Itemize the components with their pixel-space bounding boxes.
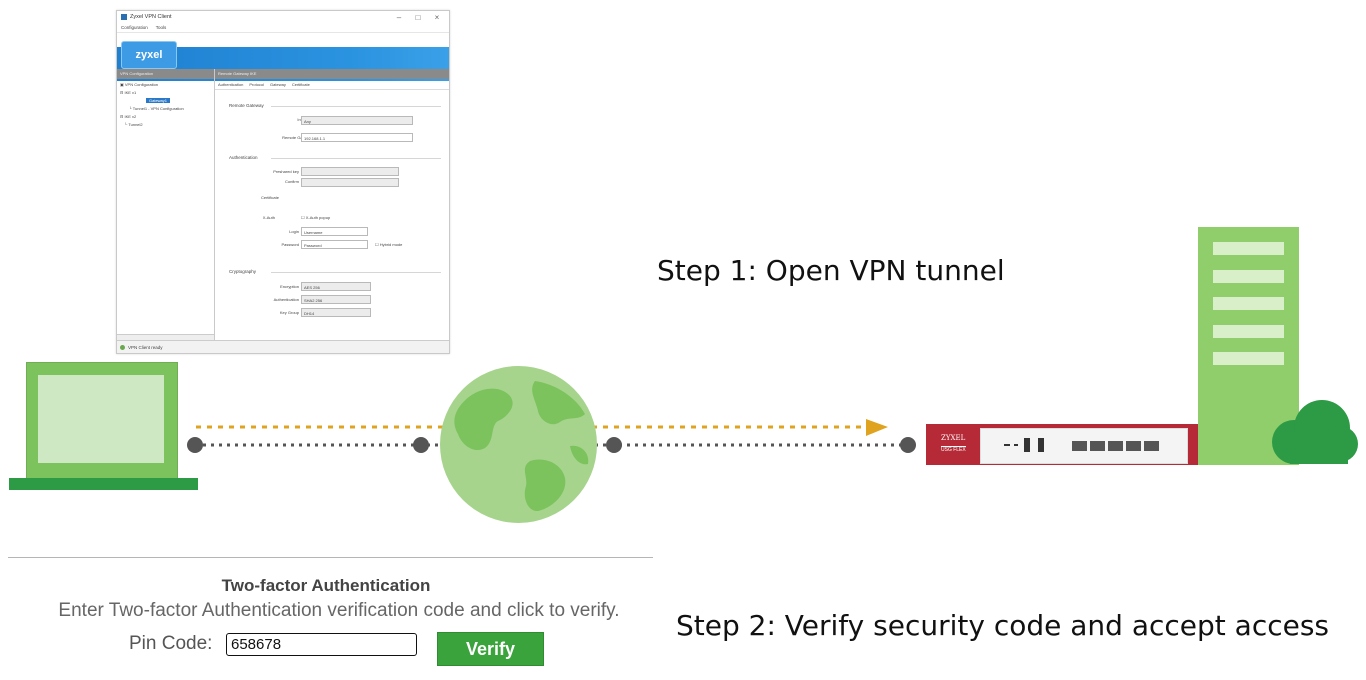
login-label: Login <box>289 229 299 234</box>
tab-protocol[interactable]: Protocol <box>249 81 265 87</box>
window-titlebar: Zyxel VPN Client – □ × <box>117 11 449 23</box>
server-slot <box>1213 352 1284 365</box>
auth-select[interactable]: SHA2 256 <box>301 295 371 304</box>
cloud-icon <box>1272 400 1358 464</box>
verify-button[interactable]: Verify <box>437 632 544 666</box>
remote-gateway-label: Remote Gateway <box>282 135 313 140</box>
settings-pane: Remote Gateway IKE Authentication Protoc… <box>215 69 449 341</box>
tree-item-tunnel1[interactable]: └ Tunnel1 - VPN Configuration <box>120 106 184 111</box>
interface-select[interactable]: Any <box>301 116 413 125</box>
login-input[interactable]: Username <box>301 227 368 236</box>
vpn-tunnel-arrowhead <box>866 419 888 436</box>
status-icon <box>120 344 125 350</box>
minimize-icon[interactable]: – <box>396 12 402 22</box>
node-laptop <box>187 437 203 453</box>
keygroup-label: Key Group <box>279 310 299 315</box>
tab-gateway[interactable]: Gateway <box>270 81 286 87</box>
encryption-select[interactable]: AES 256 <box>301 282 371 291</box>
step1-label: Step 1: Open VPN tunnel <box>657 254 1005 287</box>
tree-item-gateway1[interactable]: Gateway1 <box>120 98 211 106</box>
tree-item-root[interactable]: ▣ VPN Configuration <box>120 82 159 87</box>
pin-code-label: Pin Code: <box>129 633 213 654</box>
config-tree: ▣ VPN Configuration ⊟ IKE v1 Gateway1 └ … <box>117 79 214 133</box>
keygroup-select[interactable]: DH14 <box>301 308 371 317</box>
tfa-title: Two-factor Authentication <box>221 576 431 595</box>
preshared-key-label: Preshared key <box>273 169 299 174</box>
password-input[interactable]: Password <box>301 240 368 249</box>
divider <box>8 557 653 558</box>
window-title: Zyxel VPN Client <box>130 14 172 20</box>
tree-item-ikev2[interactable]: ⊟ IKE v2 <box>120 114 137 119</box>
settings-tabs: Authentication Protocol Gateway Certific… <box>215 79 449 90</box>
certificate-label: Certificate <box>260 195 279 200</box>
auth-label: Authentication <box>273 297 299 302</box>
firewall-brand: ZYXEL <box>941 434 966 442</box>
confirm-label: Confirm <box>284 179 299 184</box>
status-text: VPN Client ready <box>128 344 163 350</box>
hybrid-mode-checkbox[interactable]: ☐ Hybrid mode <box>375 242 403 247</box>
xauth-popup-checkbox[interactable]: ☐ X-Auth popup <box>301 215 331 220</box>
section-authentication: Authentication <box>229 155 441 160</box>
settings-header: Remote Gateway IKE <box>215 69 449 79</box>
node-internet-out <box>606 437 622 453</box>
tree-item-ikev1[interactable]: ⊟ IKE v1 <box>120 90 137 95</box>
step2-label: Step 2: Verify security code and accept … <box>676 609 1330 642</box>
encryption-label: Encryption <box>280 284 299 289</box>
server-slot <box>1213 242 1284 255</box>
menu-tools[interactable]: Tools <box>155 25 167 30</box>
server-slot <box>1213 297 1284 310</box>
preshared-key-input[interactable] <box>301 167 399 176</box>
client-panes: VPN Configuration ▣ VPN Configuration ⊟ … <box>117 69 449 341</box>
menu-configuration[interactable]: Configuration <box>121 25 148 30</box>
vpn-client-window: Zyxel VPN Client – □ × Configuration Too… <box>116 10 450 354</box>
firewall-ports <box>1004 438 1159 452</box>
tree-scrollbar[interactable] <box>117 334 214 341</box>
section-remote-gateway: Remote Gateway <box>229 103 441 108</box>
laptop-display <box>38 375 164 463</box>
server-slot <box>1213 325 1284 338</box>
maximize-icon[interactable]: □ <box>415 12 421 22</box>
password-label: Password <box>281 242 299 247</box>
xauth-label: X-Auth <box>262 215 275 220</box>
section-cryptography: Cryptography <box>229 269 441 274</box>
globe-icon <box>440 366 597 523</box>
tree-item-tunnel2[interactable]: └ Tunnel2 <box>120 122 143 127</box>
pin-code-input[interactable] <box>226 633 417 656</box>
tfa-description: Enter Two-factor Authentication verifica… <box>58 600 620 621</box>
laptop-base <box>9 478 198 490</box>
firewall-model: USG FLEX <box>941 446 966 453</box>
config-tree-pane: VPN Configuration ▣ VPN Configuration ⊟ … <box>117 69 215 341</box>
status-bar: VPN Client ready <box>117 340 449 353</box>
server-slot <box>1213 270 1284 283</box>
tab-authentication[interactable]: Authentication <box>218 81 244 87</box>
confirm-input[interactable] <box>301 178 399 187</box>
app-icon <box>121 14 127 20</box>
tree-header: VPN Configuration <box>117 69 214 79</box>
node-firewall <box>900 437 916 453</box>
close-icon[interactable]: × <box>434 12 440 22</box>
tab-certificate[interactable]: Certificate <box>291 81 310 87</box>
remote-gateway-input[interactable]: 192.168.1.1 <box>301 133 413 142</box>
menu-bar: Configuration Tools <box>117 23 449 33</box>
zyxel-logo: zyxel <box>121 41 177 69</box>
node-internet-in <box>413 437 429 453</box>
